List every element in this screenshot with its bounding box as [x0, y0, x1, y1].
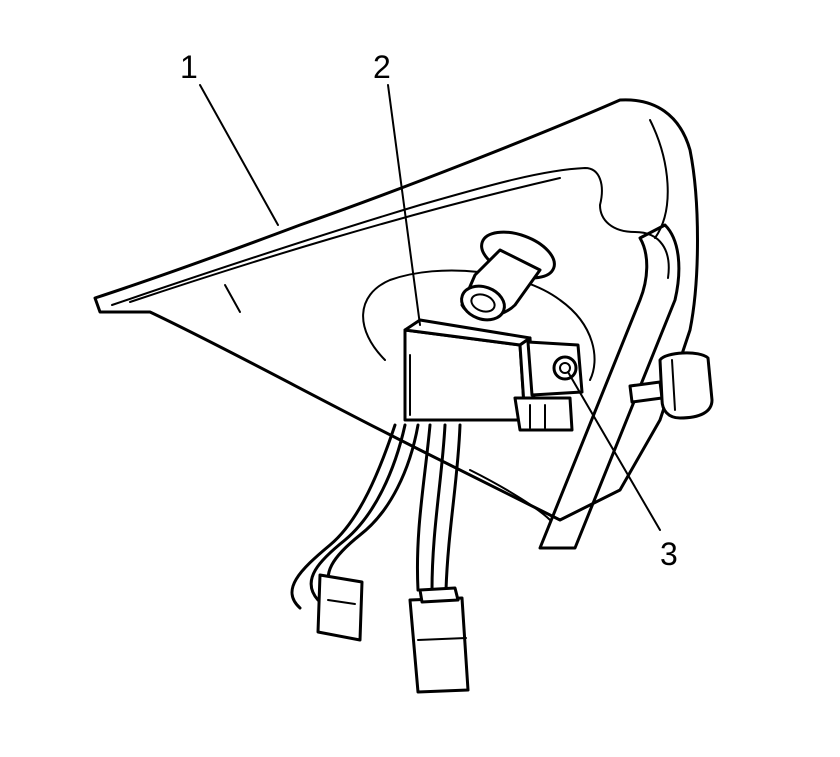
callout-2: 2	[373, 49, 391, 85]
mirror-housing	[93, 98, 699, 550]
leader-line-3	[567, 371, 661, 531]
leader-line-1	[199, 84, 279, 226]
callout-3: 3	[660, 536, 678, 572]
callout-1: 1	[180, 49, 198, 85]
callout-leaders	[199, 84, 661, 531]
wiring-harness	[290, 423, 470, 694]
adjustment-knob	[628, 351, 714, 420]
mounting-boss	[460, 230, 556, 322]
leader-line-2	[387, 84, 421, 326]
motor-unit	[403, 318, 584, 432]
